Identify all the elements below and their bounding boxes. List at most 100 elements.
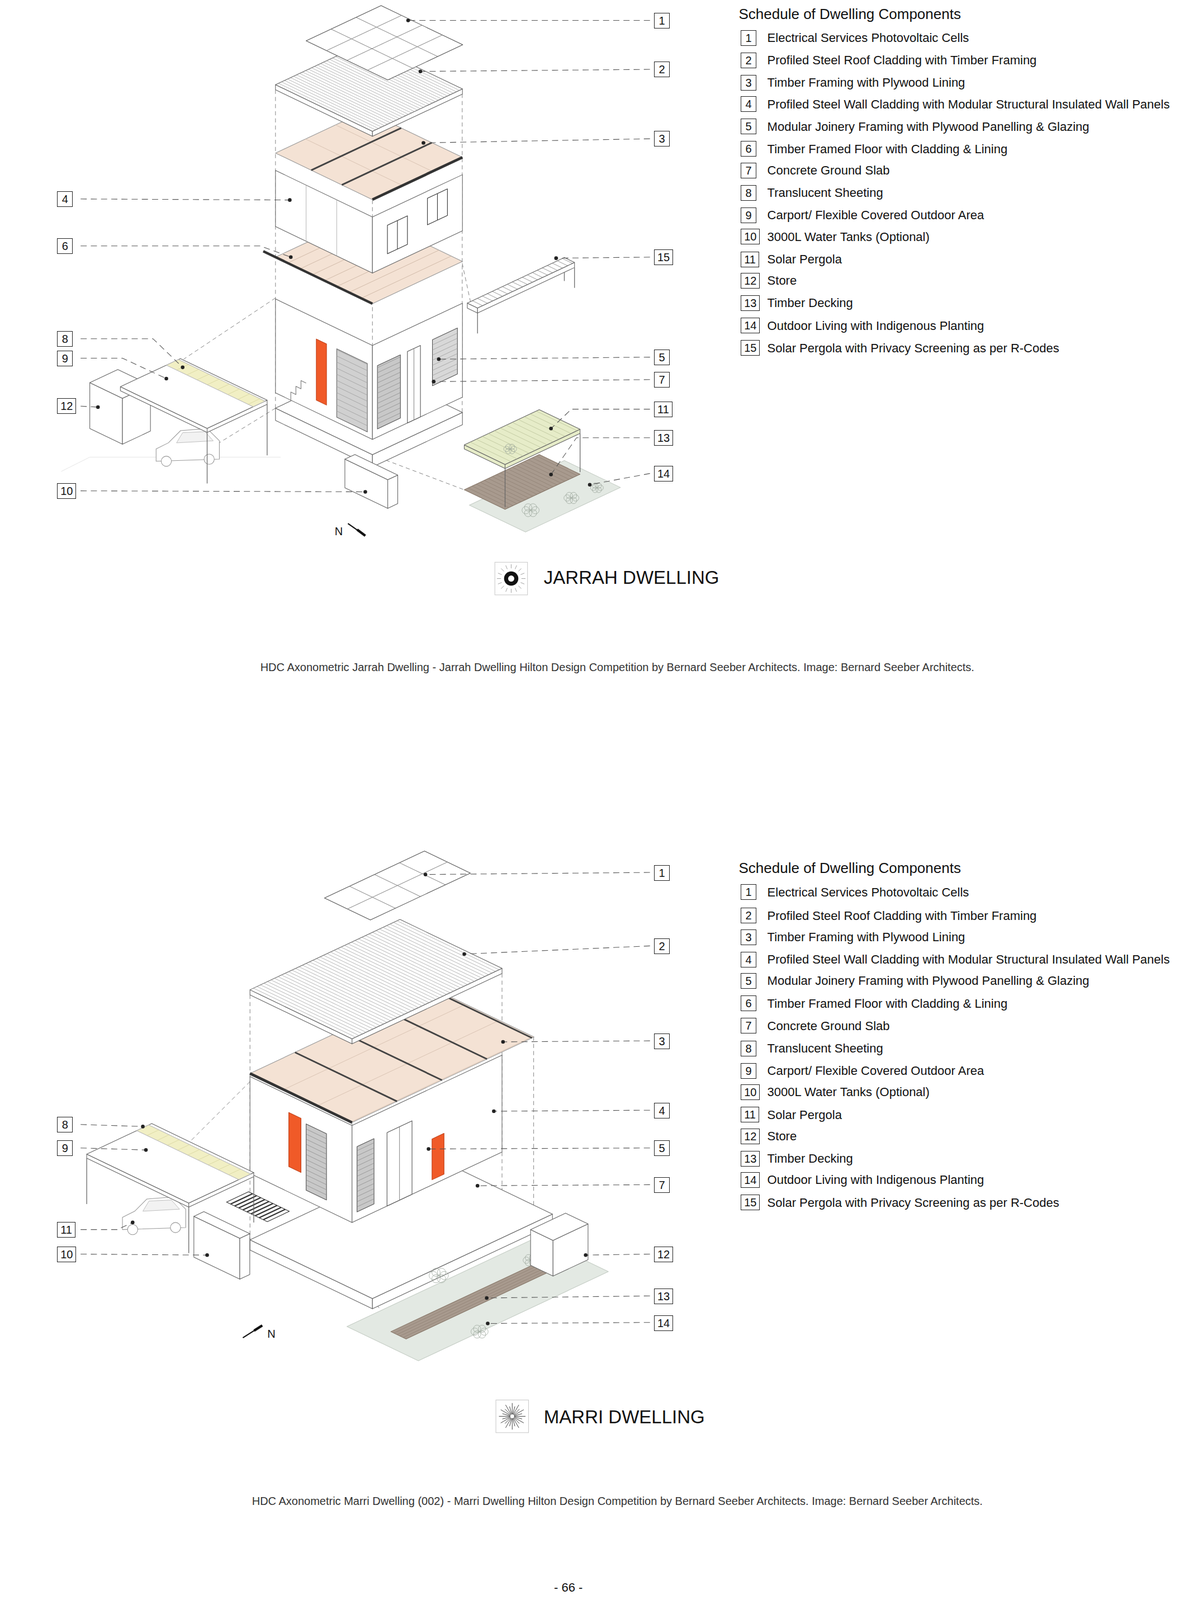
guide-line xyxy=(533,1036,534,1220)
leader-line xyxy=(80,1124,143,1127)
leader-line xyxy=(80,357,167,378)
callout-number: 3 xyxy=(745,77,752,89)
component-description: Modular Joinery Framing with Plywood Pan… xyxy=(767,973,1090,988)
hatch-line xyxy=(302,964,405,1015)
shutter-panel xyxy=(377,354,401,429)
hatch-line xyxy=(326,15,402,51)
shutter-line xyxy=(377,361,401,373)
component-description: Timber Framing with Plywood Lining xyxy=(767,75,966,90)
callout-box: 6 xyxy=(57,238,73,254)
north-label: N xyxy=(334,524,343,538)
hatch-line xyxy=(260,984,363,1034)
logo-ray xyxy=(505,1404,511,1414)
logo-ray xyxy=(518,567,522,571)
logo-ray xyxy=(498,572,502,575)
callout-box: 3 xyxy=(654,1033,670,1049)
logo-ray xyxy=(521,578,526,579)
planting xyxy=(524,503,532,511)
hatch-line xyxy=(330,29,413,69)
hatch-line xyxy=(488,478,529,499)
leader-line xyxy=(433,379,651,382)
logo-ray xyxy=(512,1402,513,1414)
leader-dot xyxy=(548,426,553,431)
mullion xyxy=(396,220,398,249)
hatch-line xyxy=(524,416,566,437)
shutter-line xyxy=(357,1162,374,1171)
shutter-line xyxy=(377,392,401,404)
callout-number: 14 xyxy=(744,319,757,331)
component-description: Timber Framing with Plywood Lining xyxy=(767,929,966,944)
hatch-line xyxy=(536,410,577,431)
wall-panel xyxy=(336,348,368,433)
shutter-line xyxy=(357,1167,374,1176)
schedule-number: 15 xyxy=(740,1194,760,1210)
entry-door xyxy=(316,338,327,405)
callout-box: 10 xyxy=(57,482,77,499)
shutter-line xyxy=(357,1142,374,1150)
logo-ray xyxy=(500,567,504,571)
callout-number: 9 xyxy=(745,1064,752,1077)
logo-ray xyxy=(510,564,512,568)
callout-box: 14 xyxy=(654,465,674,482)
callout-number: 12 xyxy=(657,1248,670,1260)
leader-line xyxy=(80,338,183,368)
schedule-number: 1 xyxy=(740,883,757,900)
hatch-line xyxy=(506,424,548,445)
callout-number: 1 xyxy=(745,32,752,44)
leader-dot xyxy=(289,255,293,260)
leader-line xyxy=(589,473,651,485)
post xyxy=(579,433,581,472)
leader-line xyxy=(428,1147,651,1149)
leader-dot xyxy=(548,472,553,477)
component-description: Store xyxy=(767,1128,798,1143)
hatch-line xyxy=(330,951,433,1001)
hatch-line xyxy=(313,959,416,1010)
post xyxy=(253,1176,254,1223)
hatch-line xyxy=(524,461,566,481)
hatch-line xyxy=(482,295,493,301)
logo-ray xyxy=(498,582,502,585)
schedule-number: 7 xyxy=(740,162,757,179)
hatch-line xyxy=(227,388,240,395)
hatch-line xyxy=(547,265,558,271)
component-description: Solar Pergola xyxy=(767,1107,842,1122)
schedule-number: 3 xyxy=(740,74,757,91)
logo-ray xyxy=(514,565,517,570)
callout-number: 11 xyxy=(657,403,670,415)
hatch-line xyxy=(497,289,508,295)
hatch-line xyxy=(484,480,525,500)
callout-box: 13 xyxy=(654,429,674,446)
leader-line xyxy=(80,405,98,407)
privacy-pergola xyxy=(477,262,575,314)
hatch-line xyxy=(187,1148,200,1155)
schedule-number: 15 xyxy=(740,339,760,356)
logo-ray xyxy=(505,565,508,570)
leader-dot xyxy=(164,376,169,381)
schedule-number: 1 xyxy=(740,30,757,46)
mullion xyxy=(399,1126,400,1200)
shutter-line xyxy=(306,1164,328,1175)
callout-box: 15 xyxy=(654,249,674,265)
window-panel xyxy=(432,328,458,386)
roof-cladding xyxy=(249,919,502,1039)
callout-number: 2 xyxy=(658,940,665,952)
post xyxy=(477,313,478,334)
north-arrow xyxy=(242,1324,263,1338)
callout-box: 9 xyxy=(57,350,73,367)
hatch-line xyxy=(186,368,199,375)
hatch-line xyxy=(522,277,533,283)
hatch-line xyxy=(319,956,423,1006)
schedule-number: 10 xyxy=(740,1083,760,1100)
schedule-number: 4 xyxy=(740,96,757,112)
callout-number: 4 xyxy=(745,98,752,110)
solar-pergola xyxy=(464,409,581,465)
hatch-line xyxy=(362,936,465,987)
leader-dot xyxy=(418,69,423,74)
hatch-line xyxy=(196,373,209,380)
hatch-line xyxy=(520,463,562,483)
callout-number: 1 xyxy=(745,886,752,898)
page-number: - 66 - xyxy=(553,1579,583,1594)
callout-number: 4 xyxy=(745,953,752,965)
logo-ray xyxy=(514,1413,523,1416)
leader-dot xyxy=(437,357,442,362)
